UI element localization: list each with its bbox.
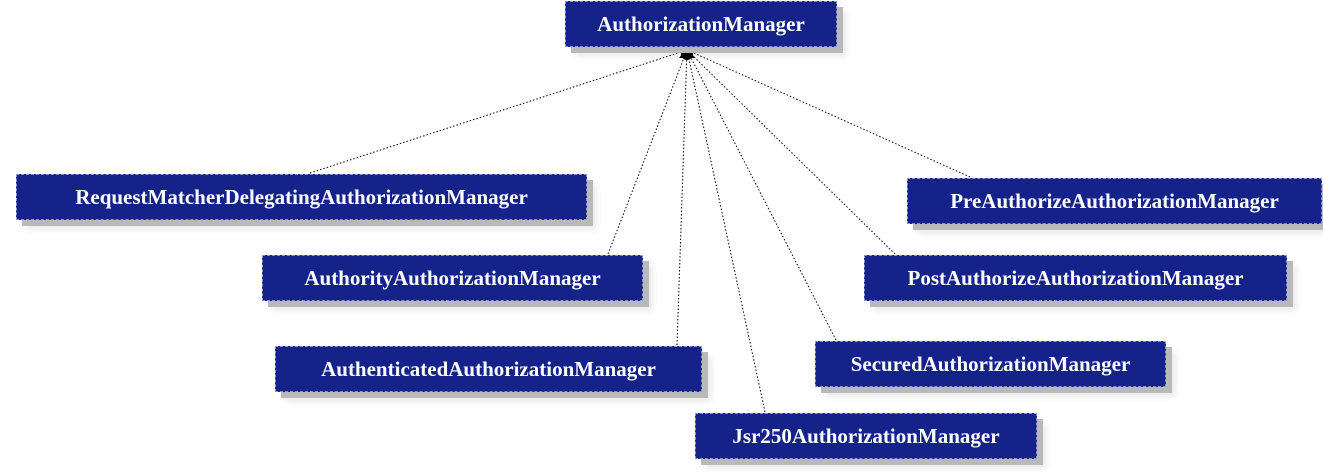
edge-secured-to-root bbox=[686, 49, 837, 341]
node-label: AuthorityAuthorizationManager bbox=[304, 265, 601, 290]
node-authority-authorization-manager[interactable]: AuthorityAuthorizationManager bbox=[262, 255, 643, 301]
edge-jsr-to-root bbox=[686, 49, 766, 413]
node-label: PreAuthorizeAuthorizationManager bbox=[950, 188, 1279, 213]
inheritance-arrowhead-icon bbox=[679, 48, 695, 60]
node-authorization-manager[interactable]: AuthorizationManager bbox=[565, 1, 837, 47]
edge-request-to-root bbox=[309, 49, 688, 174]
node-label: RequestMatcherDelegatingAuthorizationMan… bbox=[75, 184, 528, 209]
node-label: AuthorizationManager bbox=[597, 11, 805, 36]
node-label: Jsr250AuthorizationManager bbox=[732, 423, 1000, 448]
node-post-authorize-authorization-manager[interactable]: PostAuthorizeAuthorizationManager bbox=[864, 255, 1287, 301]
node-label: AuthenticatedAuthorizationManager bbox=[321, 356, 656, 381]
edge-authn-to-root bbox=[676, 49, 688, 346]
edge-pre-to-root bbox=[686, 49, 971, 178]
edge-authority-to-root bbox=[607, 49, 688, 255]
node-label: SecuredAuthorizationManager bbox=[850, 351, 1131, 376]
node-authenticated-authorization-manager[interactable]: AuthenticatedAuthorizationManager bbox=[275, 346, 702, 392]
node-label: PostAuthorizeAuthorizationManager bbox=[907, 265, 1244, 290]
node-jsr250-authorization-manager[interactable]: Jsr250AuthorizationManager bbox=[695, 413, 1037, 459]
node-pre-authorize-authorization-manager[interactable]: PreAuthorizeAuthorizationManager bbox=[907, 178, 1322, 224]
node-secured-authorization-manager[interactable]: SecuredAuthorizationManager bbox=[815, 341, 1166, 387]
node-request-matcher-delegating-authorization-manager[interactable]: RequestMatcherDelegatingAuthorizationMan… bbox=[16, 174, 587, 220]
edge-post-to-root bbox=[686, 49, 896, 255]
